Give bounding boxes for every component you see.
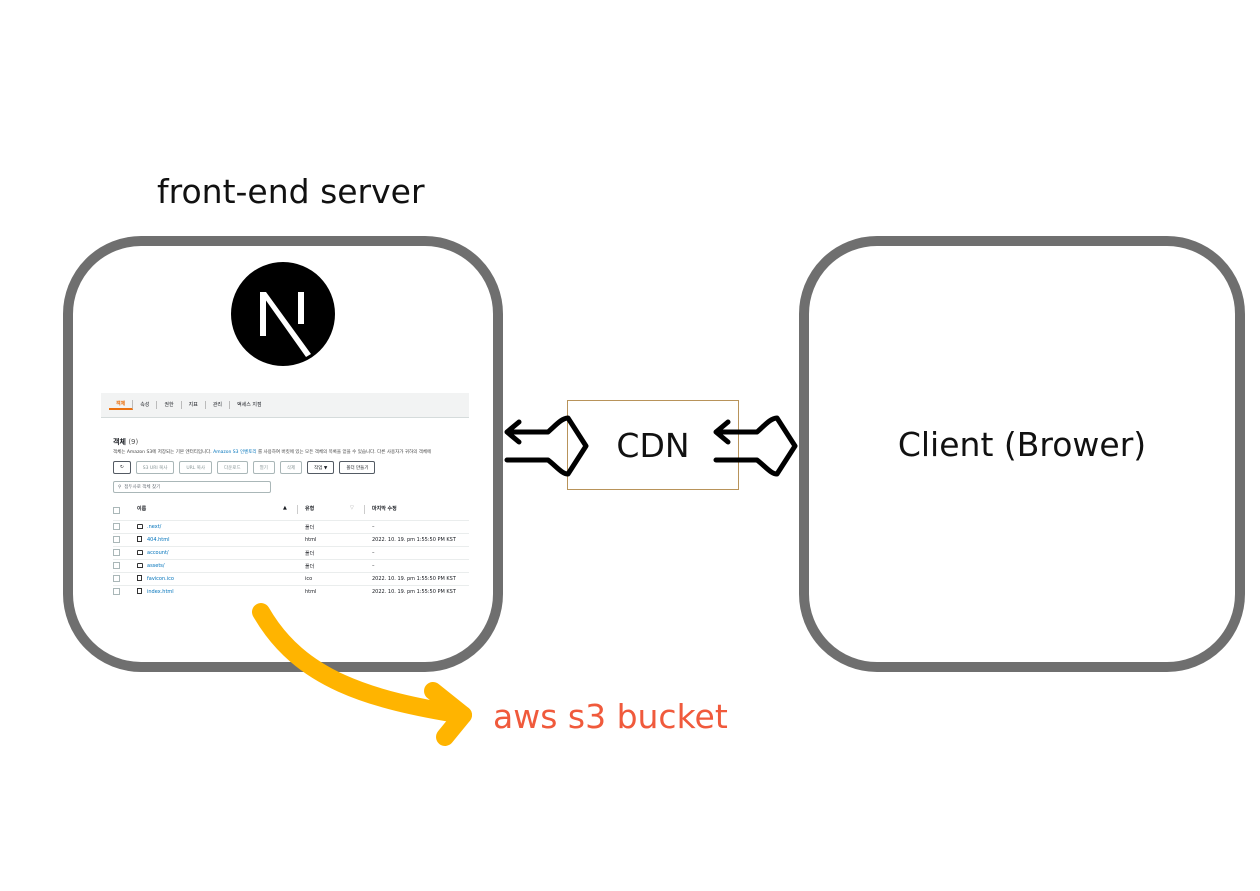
table-row[interactable]: index.html html 2022. 10. 19. pm 1:55:50 P…	[113, 585, 469, 599]
file-icon	[137, 575, 142, 581]
table-row[interactable]: favicon.ico ico 2022. 10. 19. pm 1:55:50 P…	[113, 572, 469, 586]
copy-url-button[interactable]: URL 복사	[179, 461, 213, 474]
file-icon	[137, 536, 142, 542]
tab-properties[interactable]: 속성	[133, 401, 158, 409]
table-row[interactable]: account/폴더 –	[113, 546, 469, 560]
double-arrow-cdn-client	[713, 415, 798, 477]
tab-management[interactable]: 관리	[206, 401, 231, 409]
row-checkbox[interactable]	[113, 588, 120, 595]
object-type: 폴더	[305, 551, 315, 557]
objects-description: 객체는 Amazon S3에 저장되는 기본 엔터티입니다. Amazon S3…	[113, 449, 431, 455]
object-type: html	[305, 537, 317, 543]
object-modified: 2022. 10. 19. pm 1:55:50 PM KST	[372, 576, 456, 582]
select-all-checkbox[interactable]	[113, 507, 120, 514]
search-input[interactable]: ⚲ 접두사로 객체 찾기	[113, 481, 271, 493]
sort-asc-icon[interactable]: ▲	[283, 505, 287, 511]
double-arrow-server-cdn	[504, 415, 589, 477]
tab-permissions[interactable]: 권한	[157, 401, 182, 409]
file-icon	[137, 588, 142, 594]
table-row[interactable]: assets/폴더 –	[113, 559, 469, 573]
inventory-link[interactable]: Amazon S3 인벤토리	[213, 450, 257, 455]
download-button[interactable]: 다운로드	[217, 461, 248, 474]
objects-heading-text: 객체	[113, 438, 126, 446]
objects-count: (9)	[128, 438, 139, 446]
row-checkbox[interactable]	[113, 562, 120, 569]
s3-tabs: 객체 속성 권한 지표 관리 액세스 지점	[101, 393, 469, 418]
s3-console-screenshot: 객체 속성 권한 지표 관리 액세스 지점 객체 (9) 객체는 Amazon …	[101, 393, 469, 601]
object-modified: –	[372, 563, 375, 569]
row-checkbox[interactable]	[113, 549, 120, 556]
cdn-box: CDN	[567, 400, 739, 490]
table-row[interactable]: 404.html html 2022. 10. 19. pm 1:55:50 PM …	[113, 533, 469, 547]
aws-s3-bucket-label: aws s3 bucket	[493, 697, 728, 736]
front-end-server-label: front-end server	[157, 172, 425, 211]
client-box	[799, 236, 1245, 672]
copy-s3-uri-button[interactable]: S3 URI 복사	[135, 461, 175, 474]
open-button[interactable]: 열기	[252, 461, 275, 474]
delete-button[interactable]: 삭제	[279, 461, 303, 474]
object-name[interactable]: account/	[147, 550, 169, 556]
table-header: 이름 ▲ 유형 ▽ 마지막 수정	[113, 505, 469, 517]
row-checkbox[interactable]	[113, 523, 120, 530]
object-name[interactable]: favicon.ico	[147, 576, 174, 582]
column-name[interactable]: 이름	[137, 506, 147, 512]
cdn-label: CDN	[616, 425, 690, 465]
column-type[interactable]: 유형	[305, 506, 315, 512]
description-text: 객체는 Amazon S3에 저장되는 기본 엔터티입니다.	[113, 450, 212, 455]
search-icon: ⚲	[118, 484, 122, 490]
nextjs-logo-icon	[231, 262, 335, 366]
table-row[interactable]: .next/폴더 –	[113, 520, 469, 534]
object-modified: –	[372, 550, 375, 556]
object-type: html	[305, 589, 317, 595]
folder-icon	[137, 563, 143, 568]
tab-objects[interactable]: 객체	[109, 400, 134, 410]
object-name[interactable]: index.html	[147, 589, 174, 595]
object-modified: –	[372, 524, 375, 530]
tab-access-points[interactable]: 액세스 지점	[237, 402, 262, 408]
row-checkbox[interactable]	[113, 536, 120, 543]
object-type: 폴더	[305, 564, 315, 570]
object-name[interactable]: assets/	[147, 563, 165, 569]
object-type: 폴더	[305, 525, 315, 531]
objects-heading: 객체 (9)	[113, 437, 138, 447]
refresh-button[interactable]: ↻	[113, 461, 131, 474]
create-folder-button[interactable]: 폴더 만들기	[339, 461, 376, 474]
object-modified: 2022. 10. 19. pm 1:55:50 PM KST	[372, 537, 456, 543]
actions-button[interactable]: 작업 ▼	[307, 461, 335, 474]
object-type: ico	[305, 576, 313, 582]
client-label: Client (Brower)	[897, 425, 1147, 464]
curved-arrow-to-s3	[252, 603, 472, 724]
column-modified[interactable]: 마지막 수정	[372, 506, 397, 512]
sort-icon[interactable]: ▽	[350, 505, 354, 511]
object-name[interactable]: 404.html	[147, 537, 170, 543]
search-placeholder: 접두사로 객체 찾기	[124, 485, 161, 490]
object-modified: 2022. 10. 19. pm 1:55:50 PM KST	[372, 589, 456, 595]
objects-toolbar: ↻ S3 URI 복사 URL 복사 다운로드 열기 삭제 작업 ▼ 폴더 만들…	[113, 461, 376, 474]
row-checkbox[interactable]	[113, 575, 120, 582]
object-name[interactable]: .next/	[147, 524, 162, 530]
tab-metrics[interactable]: 지표	[182, 401, 206, 409]
curved-arrow-head	[424, 682, 472, 746]
description-rest: 를 사용하여 버킷에 있는 모든 객체의 목록을 얻을 수 있습니다. 다른 사…	[257, 450, 432, 455]
folder-icon	[137, 524, 143, 529]
folder-icon	[137, 550, 143, 555]
